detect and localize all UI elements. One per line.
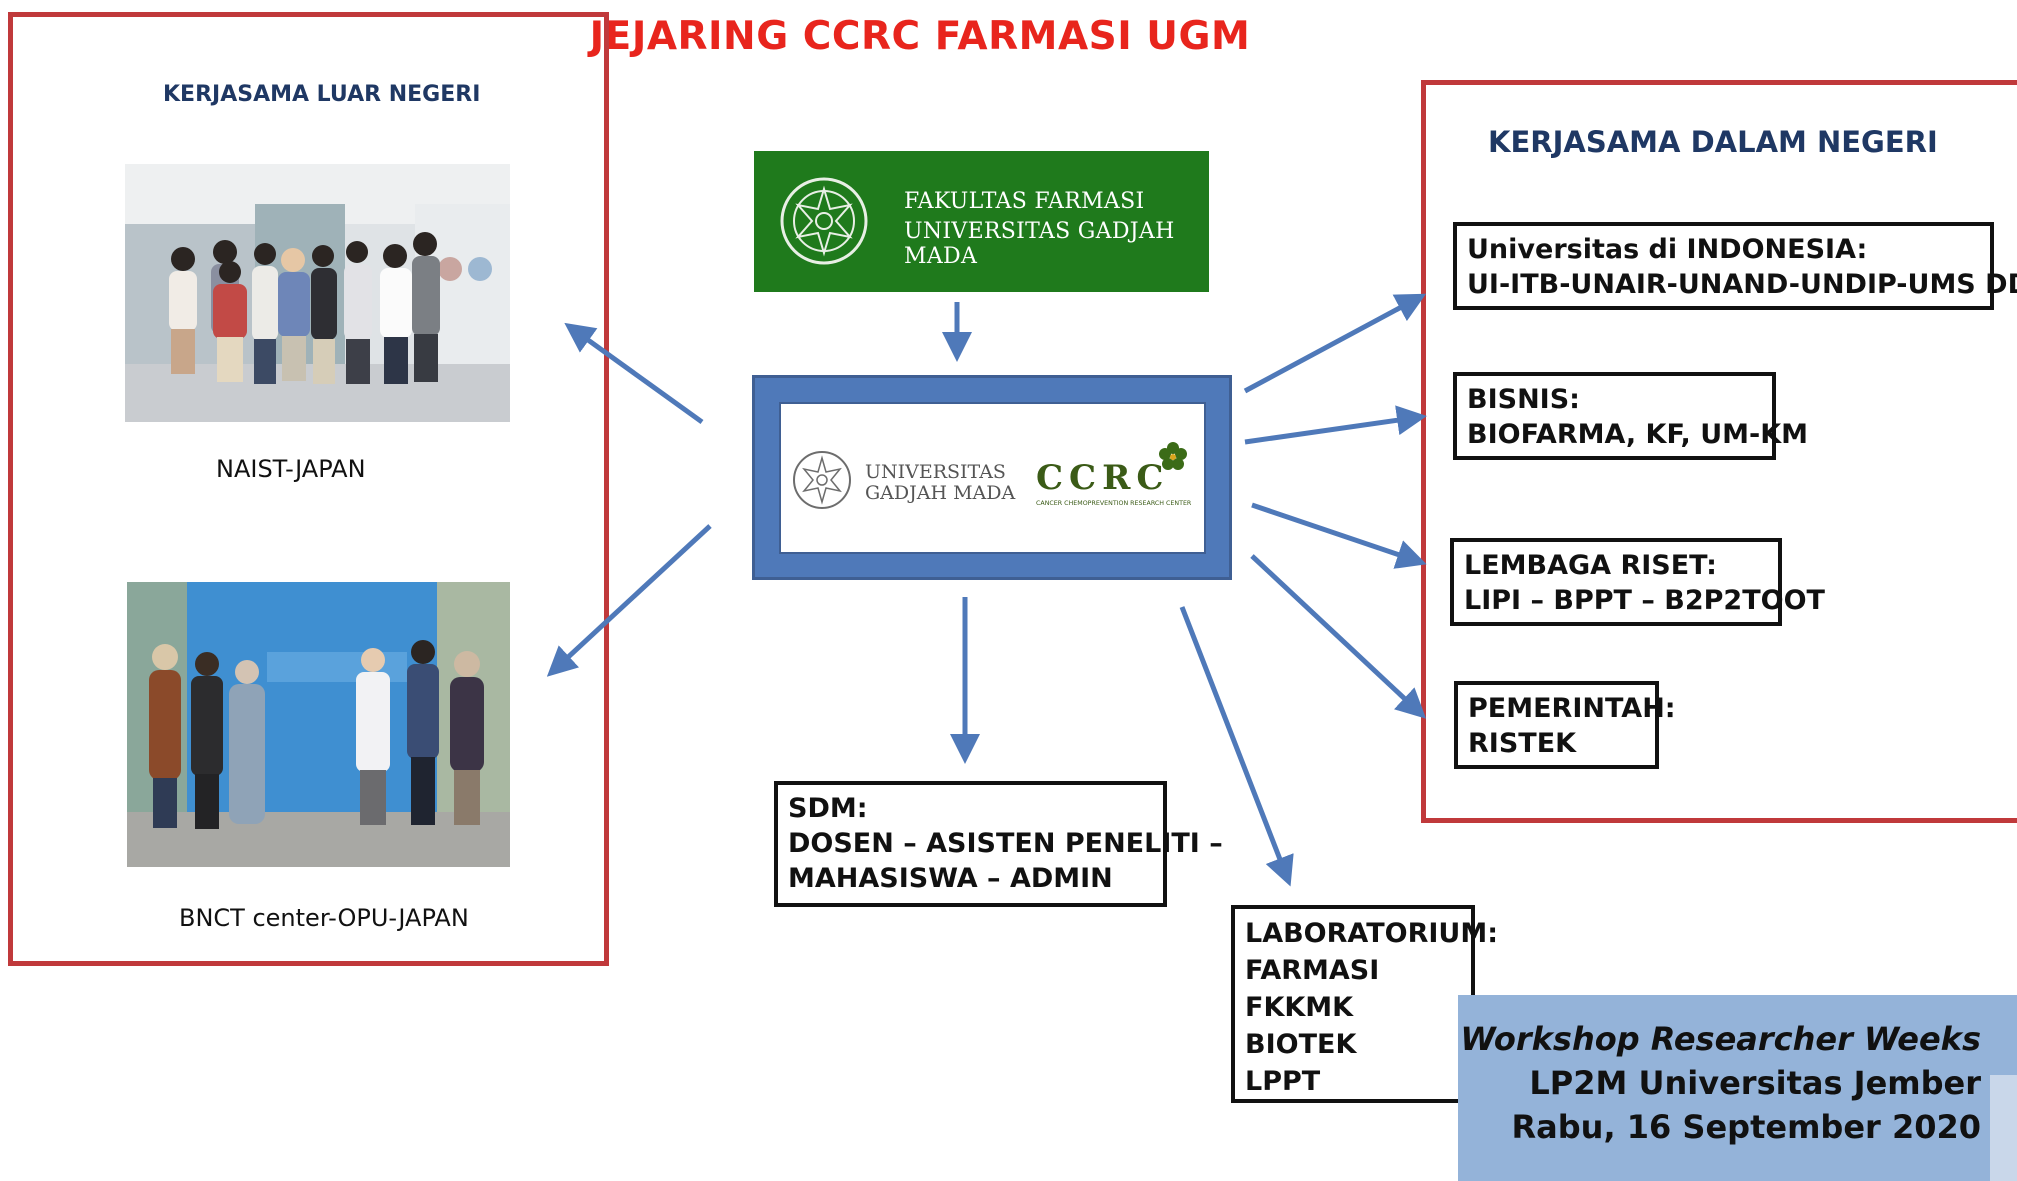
faculty-line-2: UNIVERSITAS GADJAH MADA [904,219,1175,269]
laboratory-item: FARMASI [1245,955,1380,986]
ugm-logo-icon [793,451,851,509]
bnct-caption: BNCT center-OPU-JAPAN [179,904,469,932]
event-date: Rabu, 16 September 2020 [1511,1108,1981,1146]
domestic-panel [1421,80,2017,823]
event-organizer: LP2M Universitas Jember [1529,1064,1981,1102]
government-label: PEMERINTAH: [1468,693,1676,724]
government-box: PEMERINTAH: RISTEK [1454,681,1676,769]
flower-icon [1159,442,1187,470]
ccrc-hub: UNIVERSITAS GADJAH MADA CCRC CANCER CHEM… [752,375,1232,580]
universities-box: Universitas di INDONESIA: UI-ITB-UNAIR-U… [1453,222,2017,310]
page-title: JEJARING CCRC FARMASI UGM [589,14,1251,59]
business-label: BISNIS: [1467,384,1580,415]
sdm-line-2: DOSEN – ASISTEN PENELITI – [788,828,1223,859]
sdm-label: SDM: [788,793,868,824]
laboratory-item: LPPT [1245,1066,1321,1097]
event-title: Workshop Researcher Weeks [1460,1020,1981,1058]
naist-caption: NAIST-JAPAN [216,455,366,483]
arrow-to-research-institute [1251,502,1427,569]
laboratory-label: LABORATORIUM: [1245,918,1499,949]
ugm-name-line-2: GADJAH MADA [865,482,1016,504]
ugm-name-line-1: UNIVERSITAS [865,461,1006,483]
arrow-to-business [1244,405,1427,445]
universities-list: UI-ITB-UNAIR-UNAND-UNDIP-UMS DDLL [1467,269,2017,300]
research-institute-list: LIPI – BPPT – B2P2TOOT [1464,585,1825,616]
footer-accent-block [1990,1075,2017,1181]
ccrc-subtitle: CANCER CHEMOPREVENTION RESEARCH CENTER [1036,500,1192,507]
faculty-banner: FAKULTAS FARMASI UNIVERSITAS GADJAH MADA [754,151,1209,292]
domestic-heading: KERJASAMA DALAM NEGERI [1488,125,1938,159]
bnct-group-photo [127,582,510,867]
government-list: RISTEK [1468,728,1577,759]
laboratory-item: BIOTEK [1245,1029,1357,1060]
ccrc-hub-inner: UNIVERSITAS GADJAH MADA CCRC CANCER CHEM… [779,402,1206,554]
research-institute-box: LEMBAGA RISET: LIPI – BPPT – B2P2TOOT [1450,538,1825,626]
arrow-to-government [1250,554,1427,719]
business-list: BIOFARMA, KF, UM-KM [1467,419,1809,450]
international-heading: KERJASAMA LUAR NEGERI [163,82,481,107]
arrow-to-universities [1243,293,1427,394]
business-box: BISNIS: BIOFARMA, KF, UM-KM [1453,372,1809,460]
laboratory-item: FKKMK [1245,992,1354,1023]
ccrc-logo-text: CCRC [1036,458,1170,498]
event-footer: Workshop Researcher Weeks LP2M Universit… [1458,995,2017,1181]
faculty-line-1: FAKULTAS FARMASI [904,189,1145,214]
ugm-emblem-icon [780,177,868,265]
universities-label: Universitas di INDONESIA: [1467,234,1868,265]
international-panel [8,12,609,966]
sdm-line-3: MAHASISWA – ADMIN [788,863,1113,894]
sdm-box: SDM: DOSEN – ASISTEN PENELITI – MAHASISW… [774,781,1223,907]
research-institute-label: LEMBAGA RISET: [1464,550,1717,581]
naist-group-photo [125,164,510,422]
laboratory-box: LABORATORIUM: FARMASI FKKMK BIOTEK LPPT [1231,905,1499,1103]
